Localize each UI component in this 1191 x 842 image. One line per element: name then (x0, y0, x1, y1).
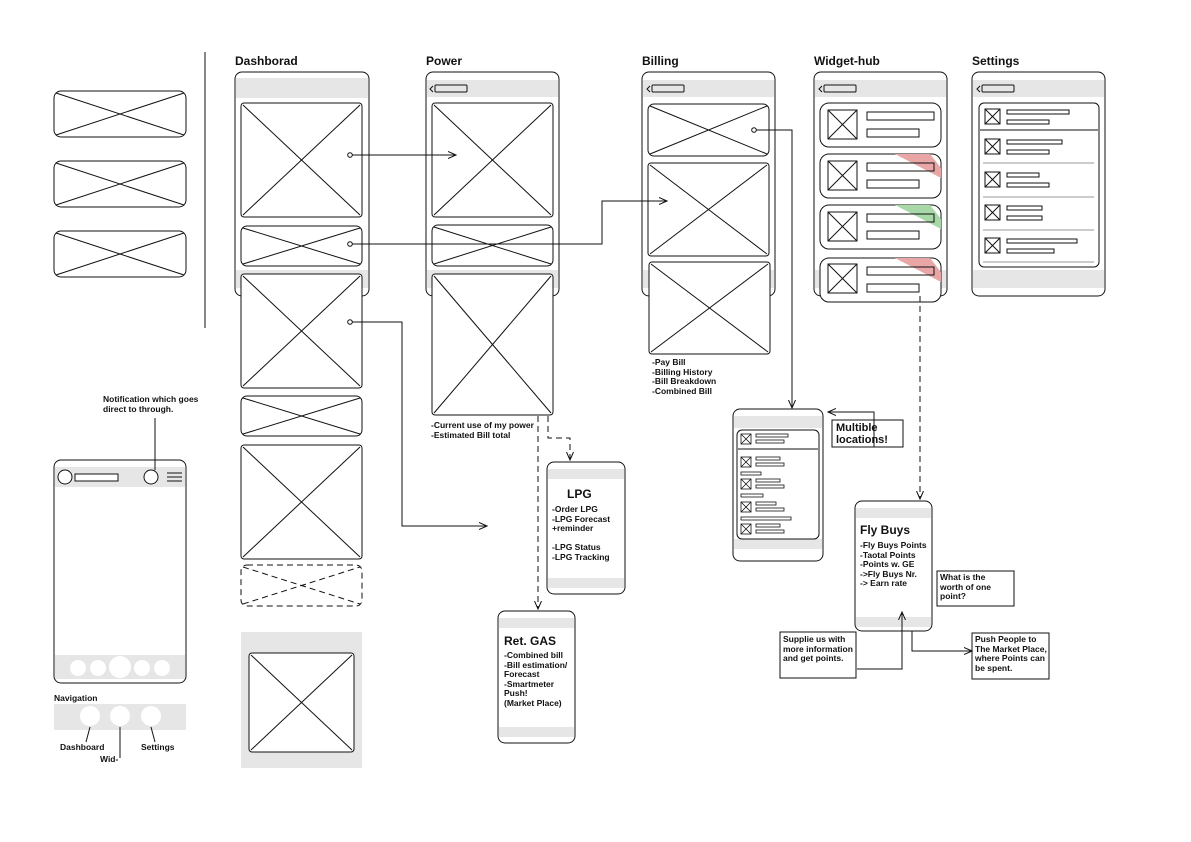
nav-label-settings: Settings (141, 742, 175, 752)
settings-row-4 (984, 204, 1043, 221)
power-notes: -Current use of my power -Estimated Bill… (431, 420, 534, 440)
fly-buys-body: -Fly Buys Points -Taotal Points -Points … (860, 540, 927, 589)
nav-phone-frame (53, 459, 187, 684)
nav-label-dashboard: Dashboard (60, 742, 105, 752)
nav-label-widget: Wid- (100, 754, 119, 764)
power-scroll-card (431, 273, 554, 416)
dashboard-scroll-card-2 (240, 395, 363, 437)
left-card-3 (53, 230, 187, 278)
billing-card-2 (647, 162, 770, 257)
notification-note: Notification which goes direct to throug… (103, 394, 199, 414)
dashboard-scroll-card-3 (240, 444, 363, 560)
dashed-flow-arrows (538, 296, 920, 609)
ret-gas-title: Ret. GAS (504, 634, 557, 648)
power-card-small (431, 224, 554, 267)
settings-row-3 (984, 171, 1050, 188)
billing-card-3 (648, 261, 771, 355)
supplie-note-box (779, 631, 857, 679)
widget-card-1 (819, 102, 942, 148)
settings-row-5 (984, 237, 1078, 254)
lpg-title: LPG (567, 487, 592, 501)
settings-column-title: Settings (972, 54, 1020, 68)
settings-row-2 (984, 138, 1063, 155)
dashboard-scroll-card-1 (240, 273, 363, 389)
worth-note-box (936, 570, 1015, 607)
dashboard-column-title: Dashborad (235, 54, 298, 68)
power-card-large (431, 102, 554, 218)
billing-column-title: Billing (642, 54, 679, 68)
dashboard-scroll-card-dashed (240, 564, 363, 607)
ret-gas-body: -Combined bill -Bill estimation/ Forecas… (504, 650, 568, 708)
fly-buys-title: Fly Buys (860, 523, 911, 537)
widget-card-4 (819, 257, 942, 303)
widget-card-2 (819, 153, 942, 199)
left-card-2 (53, 160, 187, 208)
widget-card-3 (819, 204, 942, 250)
supplie-note: Supplie us with more information and get… (783, 634, 853, 664)
flow-arrows (347, 127, 972, 670)
worth-note: What is the worth of one point? (940, 572, 991, 602)
navigation-title: Navigation (54, 693, 98, 703)
dashboard-grey-placeholder (241, 632, 362, 768)
dashboard-card-large (240, 102, 363, 218)
lpg-phone-frame (546, 461, 626, 595)
dashboard-card-small (240, 225, 363, 267)
power-column-title: Power (426, 54, 463, 68)
widget-hub-column-title: Widget-hub (814, 54, 880, 68)
push-note: Push People to The Market Place, where P… (975, 634, 1047, 673)
billing-card-1 (647, 103, 770, 157)
multiple-locations-label: Multible locations! (836, 422, 888, 447)
lpg-body: -Order LPG -LPG Forecast +reminder -LPG … (552, 504, 611, 562)
settings-list (978, 102, 1100, 268)
settings-phone-frame (971, 71, 1106, 297)
ret-gas-phone-frame (497, 610, 576, 744)
settings-row-1 (984, 108, 1070, 125)
nav-bar-detail (54, 704, 186, 758)
billing-notes: -Pay Bill -Billing History -Bill Breakdo… (652, 357, 717, 396)
locations-rows (740, 433, 792, 535)
locations-phone-frame (732, 408, 824, 562)
multiple-locations-box (831, 419, 904, 448)
fly-buys-phone-frame (854, 500, 933, 632)
left-card-1 (53, 90, 187, 138)
push-note-box (971, 632, 1050, 680)
